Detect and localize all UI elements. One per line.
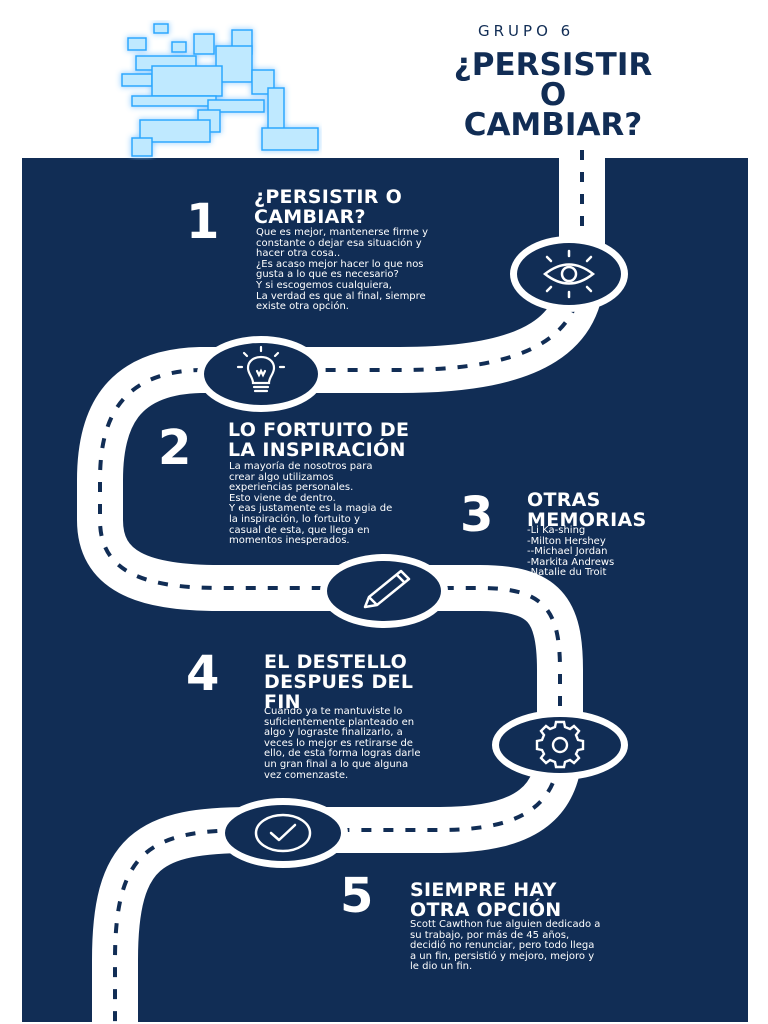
gear-icon (492, 710, 628, 780)
body-line: La verdad es que al final, siempre (256, 290, 426, 302)
body-line: La mayoría de nosotros para (229, 461, 373, 472)
section-4-body: Cuando ya te mantuviste lo suficientemen… (264, 706, 484, 781)
body-line: a un fin, persistió y mejoro, mejoro y (410, 950, 595, 962)
body-line: vez comenzaste. (264, 769, 349, 781)
body-line: su trabajo, por más de 45 años, (410, 929, 570, 941)
body-line: un gran final a lo que alguna (264, 758, 409, 770)
body-line: -Milton Hershey (527, 535, 606, 547)
body-line: ello, de esta forma logras darle (264, 748, 421, 760)
group-label: GRUPO 6 (478, 22, 575, 40)
pencil-icon (320, 554, 448, 628)
body-line: la inspiración, lo fortuito y (229, 513, 360, 525)
pixel-runner-logo (121, 23, 319, 157)
section-title-line: FIN (264, 691, 301, 713)
section-2-title: LO FORTUITO DE LA INSPIRACIÓN (228, 420, 409, 460)
body-line: suficientemente planteado en (264, 716, 415, 728)
body-line: crear algo utilizamos (229, 471, 334, 483)
section-5-body: Scott Cawthon fue alguien dedicado a su … (410, 919, 660, 973)
body-line: Scott Cawthon fue alguien dedicado a (410, 919, 601, 930)
lightbulb-icon (197, 336, 325, 412)
body-line: Y eas justamente es la magia de (229, 503, 393, 515)
body-line: Cuando ya te mantuviste lo (264, 706, 403, 717)
body-line: ¿Es acaso mejor hacer lo que nos (256, 258, 424, 270)
body-line: Y si escogemos cualquiera, (256, 279, 392, 291)
section-1-title: ¿PERSISTIR O CAMBIAR? (254, 187, 402, 227)
section-2-body: La mayoría de nosotros para crear algo u… (229, 461, 469, 547)
body-line: -Li Ka-shing (527, 525, 586, 536)
body-line: veces lo mejor es retirarse de (264, 737, 413, 749)
section-5-number: 5 (340, 868, 374, 924)
section-3-number: 3 (460, 487, 494, 543)
body-line: Que es mejor, mantenerse firme y (256, 227, 428, 238)
section-title-line: LO FORTUITO DE (228, 419, 410, 441)
section-title-line: SIEMPRE HAY (410, 879, 557, 901)
checkmark-icon (218, 798, 348, 868)
main-title-line: CAMBIAR? (463, 107, 643, 143)
body-line: constante o dejar esa situación y (256, 237, 422, 249)
section-4-title: EL DESTELLO DESPUES DEL FIN (264, 652, 413, 712)
section-title-line: MEMORIAS (527, 509, 647, 531)
section-title-line: ¿PERSISTIR O (254, 186, 403, 208)
body-line: casual de esta, que llega en (229, 524, 370, 536)
section-title-line: LA INSPIRACIÓN (228, 439, 406, 461)
section-title-line: OTRAS (527, 489, 601, 511)
section-title-line: OTRA OPCIÓN (410, 899, 562, 921)
body-line: hacer otra cosa.. (256, 248, 341, 260)
body-line: existe otra opción. (256, 301, 349, 313)
body-line: decidió no renunciar, pero todo llega (410, 940, 595, 952)
section-title-line: DESPUES DEL (264, 671, 414, 693)
section-title-line: CAMBIAR? (254, 206, 366, 228)
main-title-line: ¿PERSISTIR (453, 47, 653, 83)
body-line: -Natalie du Troit (527, 567, 607, 579)
body-line: momentos inesperados. (229, 535, 350, 547)
main-title-line: O (539, 77, 567, 113)
section-2-number: 2 (158, 420, 192, 476)
section-3-title: OTRAS MEMORIAS (527, 490, 646, 530)
body-line: -Markita Andrews (527, 556, 615, 568)
section-1-body: Que es mejor, mantenerse firme y constan… (256, 227, 496, 313)
body-line: algo y lograste finalizarlo, a (264, 727, 403, 739)
section-1-number: 1 (186, 194, 220, 250)
body-line: Esto viene de dentro. (229, 492, 336, 504)
section-title-line: EL DESTELLO (264, 651, 408, 673)
eye-icon (510, 236, 628, 312)
body-line: gusta a lo que es necesario? (256, 269, 399, 281)
main-title: ¿PERSISTIR O CAMBIAR? (408, 47, 698, 143)
body-line: experiencias personales. (229, 482, 354, 494)
section-5-title: SIEMPRE HAY OTRA OPCIÓN (410, 880, 562, 920)
section-4-number: 4 (186, 646, 220, 702)
body-line: le dio un fin. (410, 961, 473, 973)
body-line: --Michael Jordan (527, 546, 608, 558)
section-3-body: -Li Ka-shing -Milton Hershey --Michael J… (527, 525, 727, 579)
